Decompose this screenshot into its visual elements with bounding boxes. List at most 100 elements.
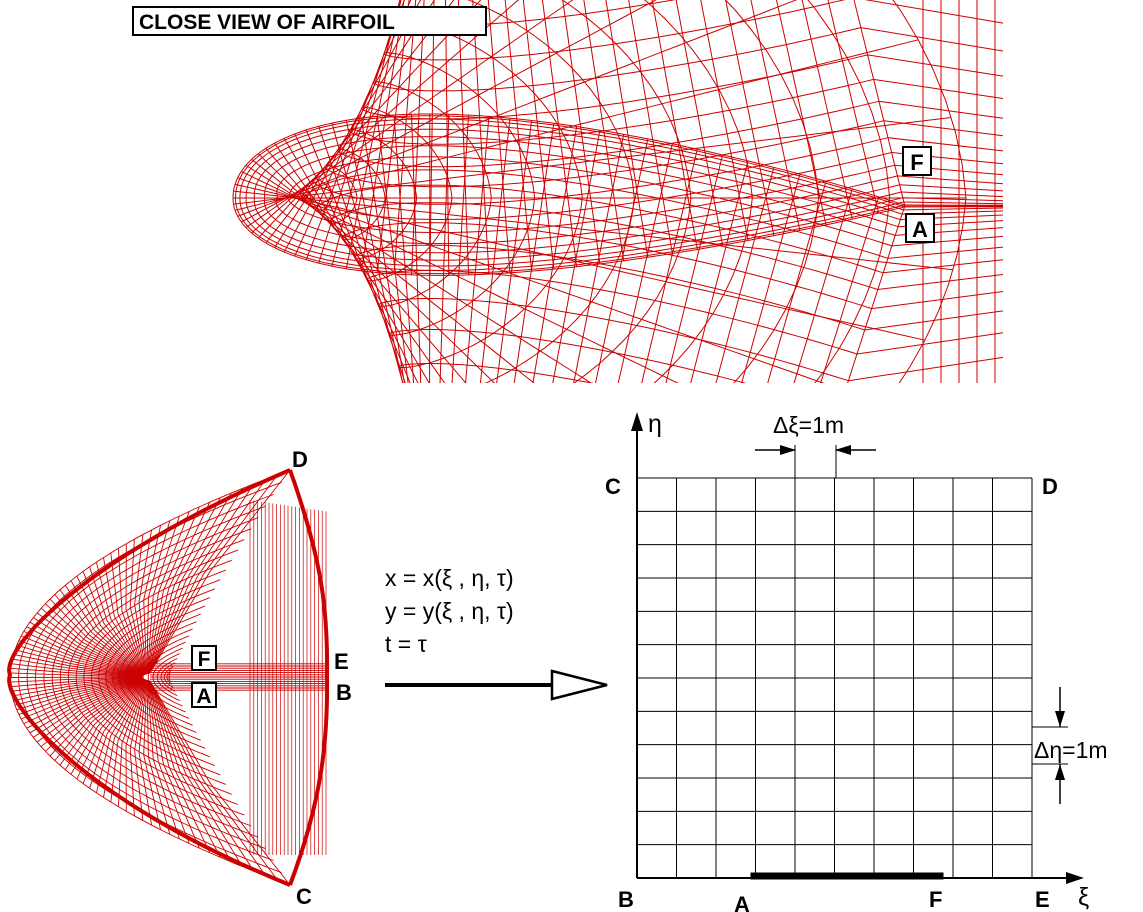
comp-label-c: C: [605, 474, 621, 499]
closeup-label-f-box: [902, 146, 932, 176]
closeup-normal-line: [541, 0, 578, 267]
mapping-arrow-head: [550, 669, 608, 701]
closeup-normal-line: [552, 130, 601, 383]
closeup-normal-line: [305, 129, 411, 383]
closeup-normal-line: [690, 160, 749, 383]
phys-radial-line: [21, 635, 143, 677]
closeup-wrap-line: [312, 137, 889, 274]
closeup-normal-line: [513, 123, 555, 383]
phys-radial-line: [82, 678, 145, 784]
xi-axis-arrowhead: [1066, 872, 1084, 884]
phys-wrap-line: [142, 641, 186, 713]
phys-radial-line: [103, 557, 146, 675]
closeup-label-f: F: [910, 150, 923, 175]
closeup-normal-line: [573, 134, 625, 383]
closeup-wrap-line: [807, 0, 891, 383]
closeup-wake-wrap: [871, 291, 1003, 310]
title-box: [132, 6, 487, 36]
delta-xi-arrowhead-left: [780, 445, 796, 455]
closeup-wake-wrap: [903, 201, 1003, 205]
phys-radial-line: [26, 677, 143, 729]
phys-radial-line: [117, 548, 146, 675]
phys-radial-line: [26, 626, 143, 677]
closeup-normal-line: [274, 0, 435, 248]
phys-wrap-line: [137, 635, 190, 719]
closeup-normal-line: [393, 114, 415, 383]
phys-wrap-line: [98, 588, 216, 767]
closeup-wake-wrap: [887, 137, 1003, 152]
closeup-normal-line: [827, 0, 880, 214]
closeup-normal-line: [331, 0, 401, 267]
closeup-normal-line: [233, 117, 952, 205]
closeup-wrap-line: [467, 0, 635, 383]
phys-label-c: C: [296, 884, 312, 909]
closeup-wake-wrap: [867, 54, 1003, 77]
closeup-wrap-line: [892, 0, 967, 383]
comp-label-e: E: [1035, 887, 1050, 912]
phys-radial-line: [110, 679, 146, 803]
closeup-wake-wrap: [877, 274, 1003, 290]
closeup-normal-line: [345, 120, 404, 383]
closeup-wrap-line: [275, 145, 898, 245]
phys-label-e: E: [334, 649, 349, 674]
phys-wrap-line: [51, 528, 252, 827]
phys-wrap-line: [35, 505, 266, 850]
closeup-normal-line: [628, 0, 673, 254]
phys-radial-line: [10, 676, 143, 683]
closeup-normal-line: [411, 114, 422, 383]
phys-radial-line: [76, 575, 145, 676]
phys-label-b: B: [336, 680, 352, 705]
closeup-wake-wrap: [903, 207, 1003, 211]
closeup-normal-line: [265, 147, 467, 383]
computational-grid: [636, 477, 1033, 879]
closeup-normal-line: [234, 39, 919, 211]
closeup-normal-line: [376, 116, 409, 383]
closeup-wake-wrap: [883, 120, 1003, 137]
closeup-normal-line: [274, 142, 446, 383]
closeup-normal-line: [750, 0, 801, 231]
closeup-normal-line: [496, 120, 533, 383]
closeup-normal-line: [283, 138, 430, 383]
physical-c-grid: [9, 469, 327, 886]
closeup-normal-line: [251, 159, 535, 383]
closeup-title: CLOSE VIEW OF AIRFOIL: [139, 11, 395, 34]
closeup-wake-wrap: [878, 100, 1003, 119]
phys-radial-line: [49, 598, 144, 676]
phys-wrap-line: [83, 569, 226, 785]
closeup-normal-line: [801, 0, 853, 220]
closeup-normal-line: [675, 0, 724, 246]
closeup-wrap-line: [372, 27, 862, 382]
closeup-wake-wrap: [839, 385, 1003, 411]
closeup-wrap-line: [724, 0, 820, 383]
closeup-normal-line: [793, 188, 853, 383]
closeup-wrap-line: [324, 120, 884, 290]
outflow-boundary: [288, 469, 330, 886]
delta-xi-label: Δξ=1m: [773, 412, 844, 438]
closeup-wake-wrap: [864, 0, 1003, 24]
closeup-normal-line: [562, 0, 601, 264]
closeup-normal-line: [767, 181, 827, 383]
equation-x: x = x(ξ , η, τ): [385, 565, 514, 591]
equation-y: y = y(ξ , η, τ): [385, 598, 514, 624]
closeup-normal-line: [257, 153, 496, 383]
closeup-normal-line: [360, 0, 405, 271]
phys-radial-line: [70, 580, 145, 676]
phys-wrap-line: [67, 549, 239, 805]
phys-radial-line: [59, 589, 144, 676]
closeup-wrap-line: [299, 152, 892, 259]
closeup-normal-line: [479, 118, 511, 383]
closeup-normal-line: [715, 167, 775, 383]
phys-radial-line: [110, 552, 146, 675]
closeup-normal-line: [820, 196, 880, 383]
airfoil-closeup-panel: CLOSE VIEW OF AIRFOIL F A: [132, 0, 1003, 411]
comp-label-a: A: [734, 892, 750, 912]
closeup-normal-line: [257, 0, 482, 239]
closeup-normal-line: [641, 149, 698, 383]
phys-radial-line: [10, 672, 143, 678]
closeup-wrap-line: [337, 100, 880, 310]
closeup-normal-line: [376, 0, 410, 273]
xi-axis-label: ξ: [1078, 883, 1089, 911]
phys-label-f-box: [191, 645, 217, 671]
phys-wrap-line: [43, 517, 259, 838]
closeup-normal-line: [725, 0, 775, 236]
